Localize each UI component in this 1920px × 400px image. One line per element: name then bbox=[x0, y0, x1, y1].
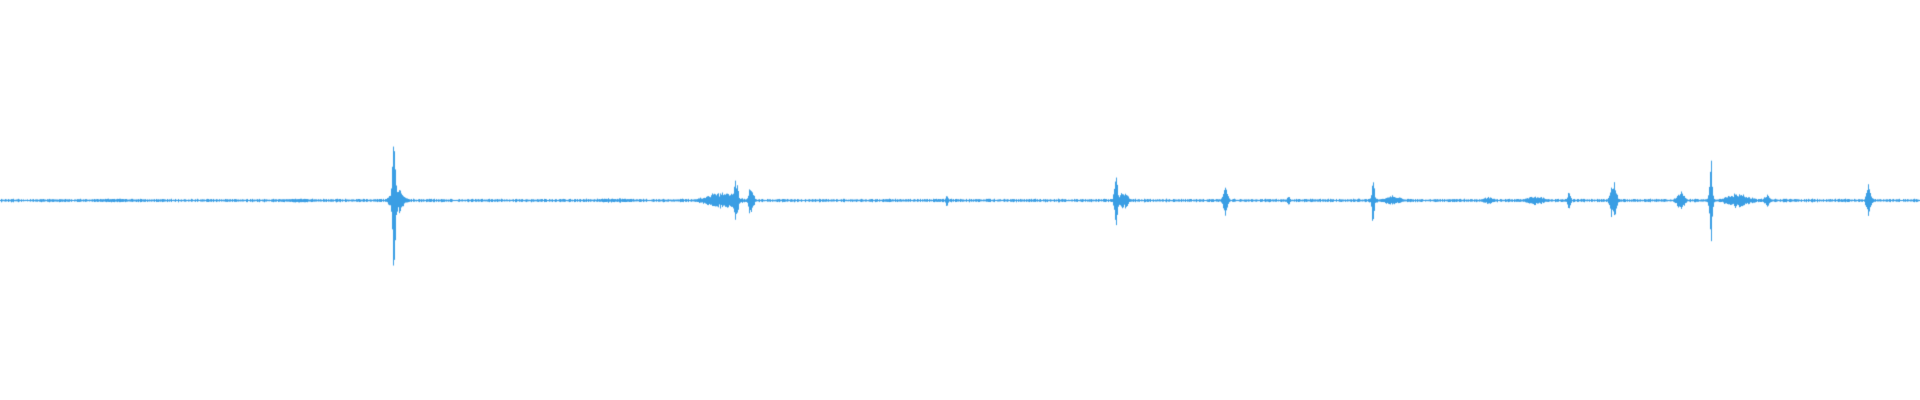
audio-waveform bbox=[0, 0, 1920, 400]
